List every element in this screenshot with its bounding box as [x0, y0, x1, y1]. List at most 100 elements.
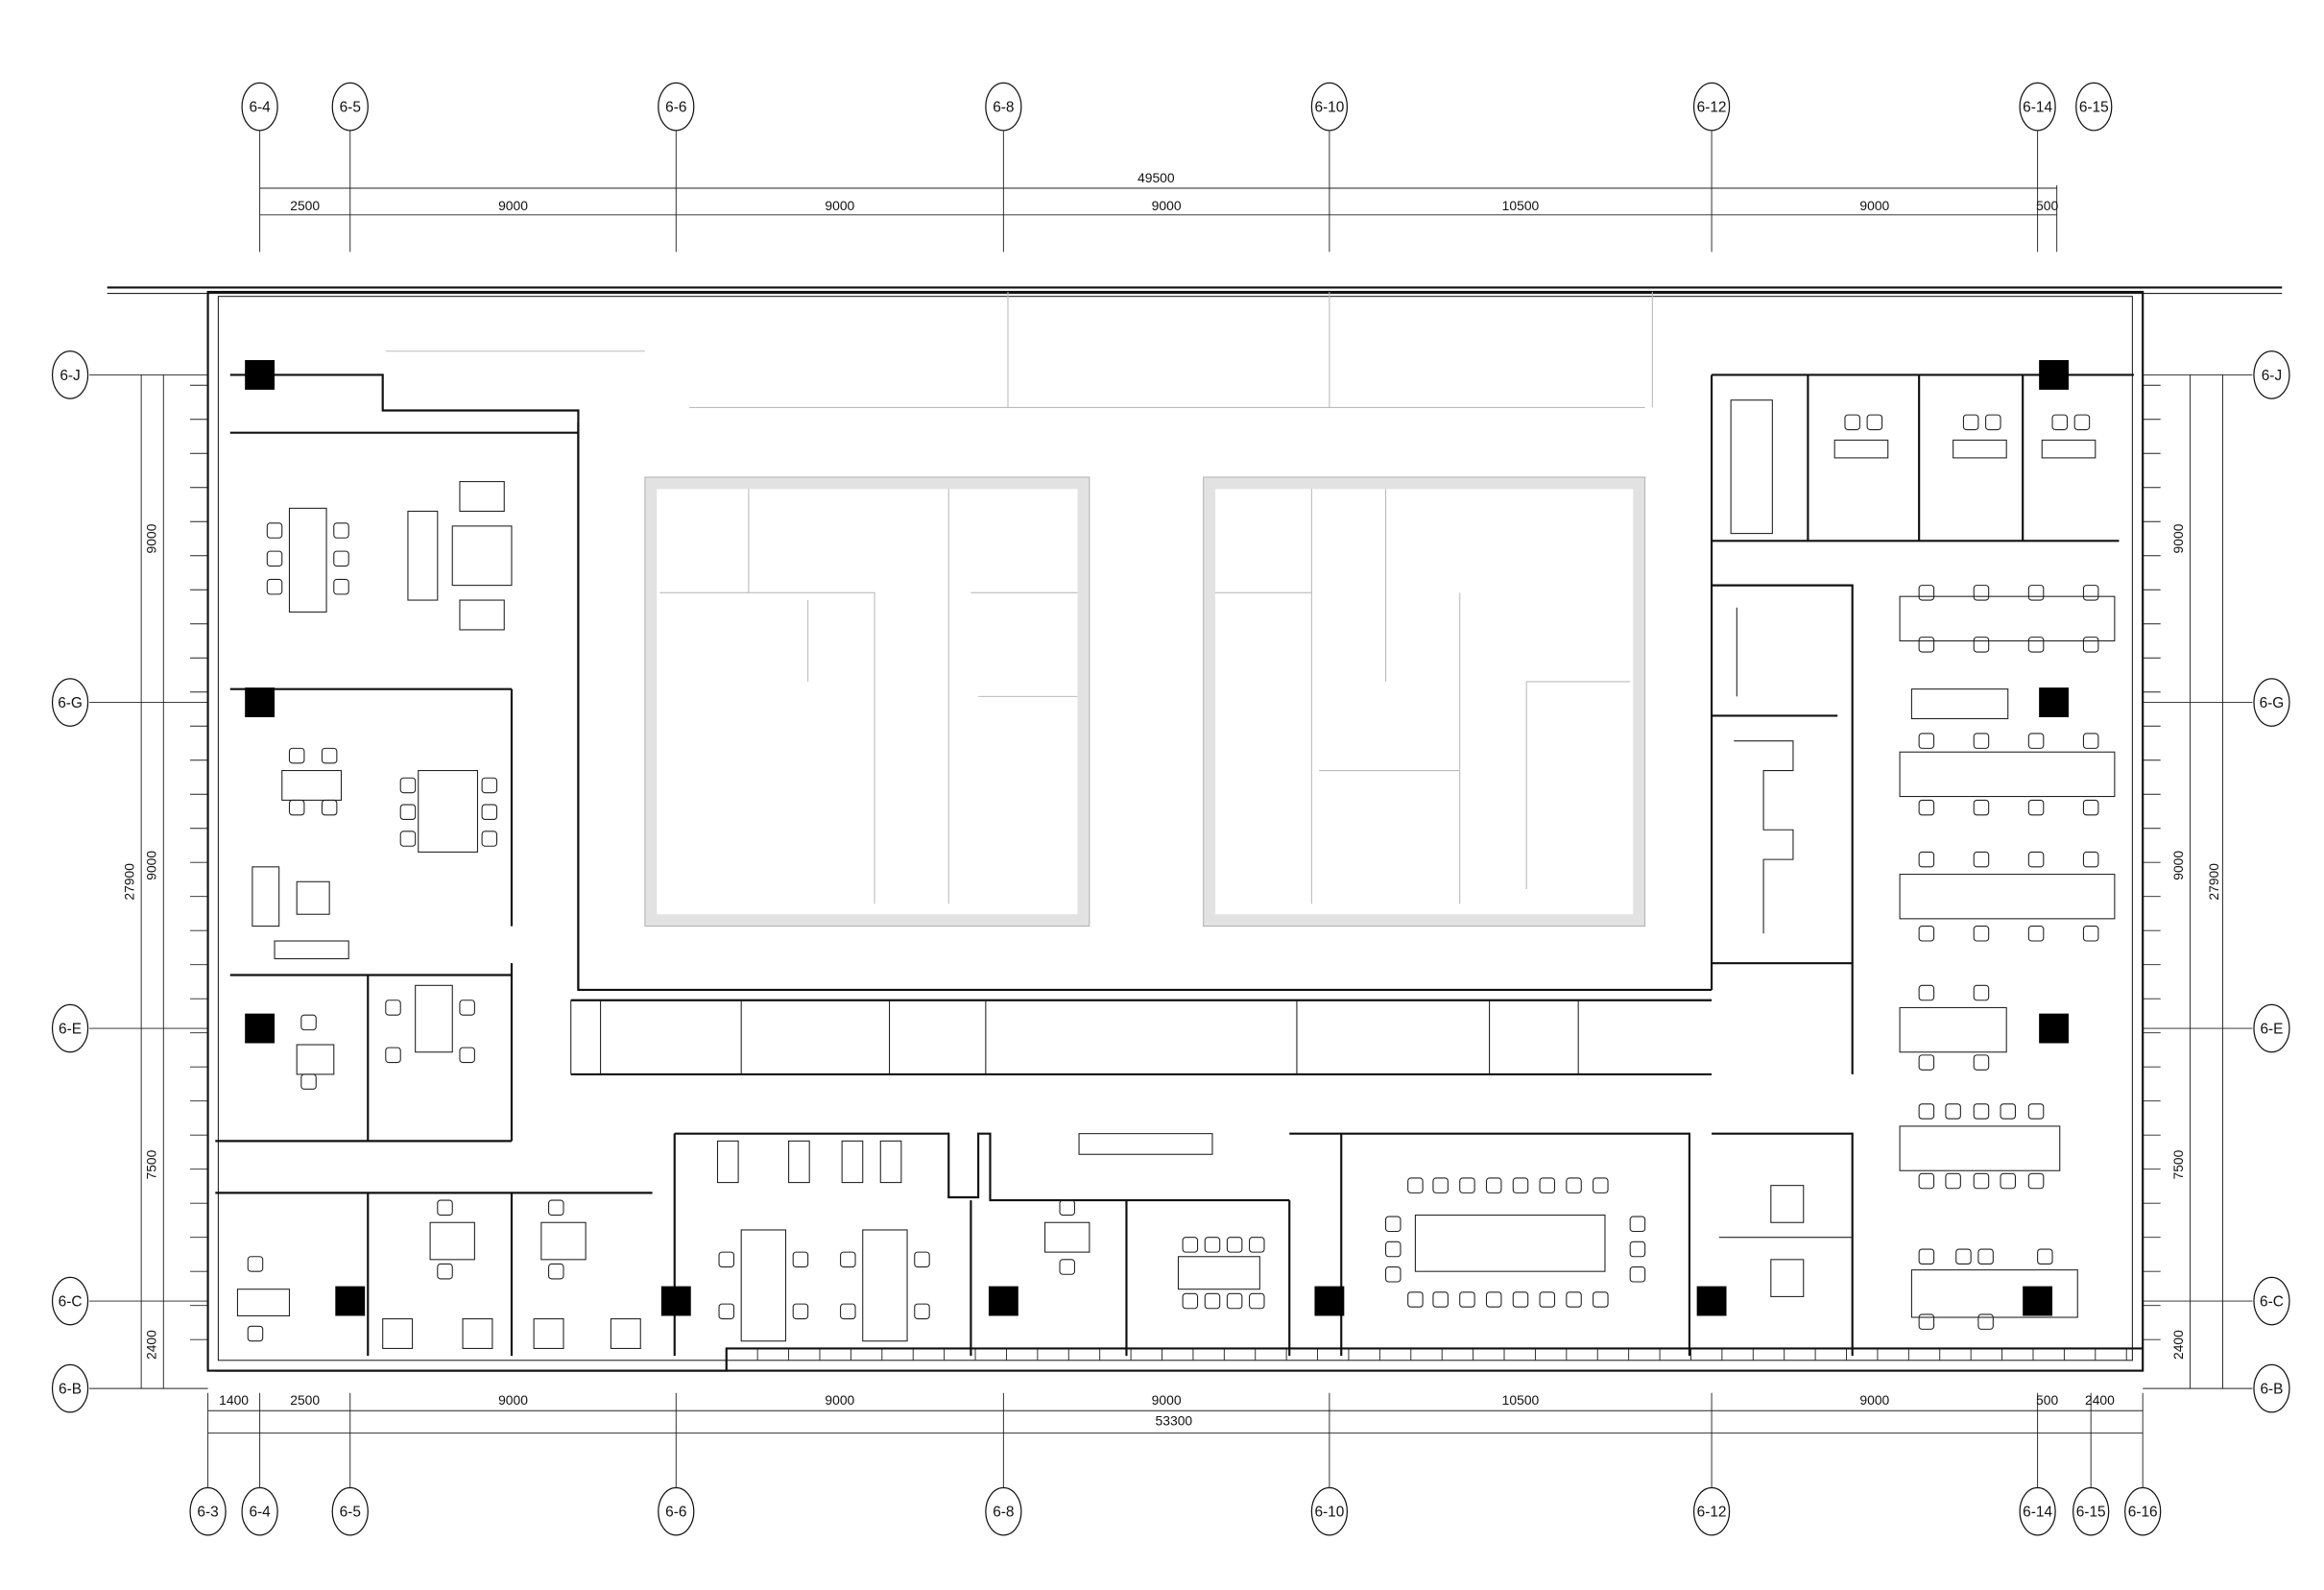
- dim-bottom: 9000: [498, 1392, 528, 1408]
- grid-label-left: 6-E: [59, 1021, 82, 1037]
- chair: [1485, 1291, 1502, 1308]
- table: [274, 940, 349, 960]
- column: [660, 1286, 691, 1316]
- table: [1953, 439, 2007, 459]
- chair: [2000, 1172, 2017, 1190]
- chair: [1485, 1177, 1502, 1193]
- chair: [2027, 585, 2045, 601]
- central-courtyard: [385, 292, 1653, 928]
- table: [407, 510, 439, 601]
- chair: [481, 777, 498, 794]
- dim-top: 9000: [498, 198, 528, 213]
- chair: [1918, 1103, 1935, 1120]
- grid-label-right: 6-B: [2260, 1382, 2283, 1398]
- dim-right: 2400: [2170, 1330, 2186, 1360]
- grid-label-right: 6-G: [2260, 695, 2285, 711]
- chair: [1973, 1054, 1990, 1071]
- chair: [1539, 1177, 1556, 1193]
- chair: [2027, 799, 2045, 816]
- grid-label-left: 6-J: [60, 368, 80, 384]
- chair: [481, 804, 498, 821]
- grid-label-top: 6-4: [249, 100, 271, 116]
- dim-bottom: 9000: [1152, 1392, 1182, 1408]
- chair: [2027, 1172, 2045, 1190]
- column: [2039, 360, 2070, 390]
- chair: [333, 578, 349, 595]
- grid-bubble: [51, 1363, 89, 1413]
- chair: [1945, 1103, 1961, 1120]
- grid-label-top: 6-8: [993, 100, 1014, 116]
- grid-label-top: 6-10: [1314, 100, 1344, 116]
- grid-label-right: 6-C: [2260, 1293, 2284, 1310]
- walls: [107, 286, 2283, 1372]
- chair: [288, 799, 305, 816]
- chair: [1973, 851, 1990, 868]
- table: [740, 1229, 787, 1342]
- table: [841, 1140, 864, 1184]
- table: [1899, 1006, 2007, 1053]
- column: [1696, 1286, 1727, 1316]
- chair: [1407, 1177, 1424, 1193]
- chair: [1973, 799, 1990, 816]
- chair: [437, 1263, 453, 1280]
- table: [451, 525, 513, 587]
- dim-right: 7500: [2170, 1149, 2186, 1179]
- chair: [333, 550, 349, 567]
- dim-right: 9000: [2170, 851, 2186, 880]
- chair: [1385, 1216, 1402, 1233]
- grid-label-bottom: 6-8: [993, 1505, 1014, 1521]
- chair: [718, 1251, 735, 1268]
- dim-top: 2500: [290, 198, 320, 213]
- table: [1899, 874, 2116, 920]
- chair: [266, 550, 283, 567]
- structural-columns: [245, 360, 2070, 1316]
- table: [459, 481, 505, 512]
- dim-total-left: 27900: [121, 863, 136, 901]
- grid-label-bottom: 6-14: [2023, 1505, 2052, 1521]
- chair: [1539, 1291, 1556, 1308]
- chair: [2000, 1103, 2017, 1120]
- chair: [437, 1199, 453, 1217]
- table: [236, 1289, 291, 1317]
- chair: [247, 1256, 264, 1272]
- dim-top: 9000: [825, 198, 854, 213]
- table: [788, 1140, 810, 1184]
- grid-label-top: 6-12: [1697, 100, 1727, 116]
- chair: [914, 1303, 930, 1320]
- dim-top: 500: [2036, 198, 2058, 213]
- chair: [1973, 1103, 1990, 1120]
- chair: [1866, 414, 1883, 431]
- grid-label-bottom: 6-10: [1314, 1505, 1344, 1521]
- grid-label-bottom: 6-15: [2076, 1505, 2106, 1521]
- column: [988, 1286, 1018, 1316]
- column: [245, 1013, 276, 1044]
- grid-bubble: [51, 350, 89, 399]
- chair: [1918, 1313, 1935, 1330]
- chair: [1629, 1216, 1646, 1233]
- chair: [1566, 1291, 1582, 1308]
- grid-label-bottom: 6-5: [340, 1505, 361, 1521]
- table: [1177, 1256, 1260, 1290]
- grid-label-left: 6-C: [59, 1293, 83, 1310]
- grid-bubble: [2253, 1276, 2290, 1326]
- chair: [399, 831, 417, 847]
- dim-bottom: 10500: [1502, 1392, 1540, 1408]
- table: [459, 599, 505, 631]
- chair: [1629, 1241, 1646, 1258]
- chair: [1918, 585, 1935, 601]
- grid-label-right: 6-J: [2262, 368, 2282, 384]
- chair: [1566, 1177, 1582, 1193]
- table: [1833, 439, 1889, 459]
- chair: [300, 1073, 317, 1090]
- table: [296, 1044, 335, 1075]
- chair: [1204, 1292, 1221, 1310]
- chair: [1249, 1237, 1265, 1253]
- chair: [792, 1251, 809, 1268]
- chair: [1973, 1172, 1990, 1190]
- grid-bubble: [51, 678, 89, 727]
- chair: [1918, 851, 1935, 868]
- chair: [1844, 414, 1860, 431]
- grid-label-top: 6-15: [2079, 100, 2109, 116]
- grid-label-left: 6-G: [58, 695, 83, 711]
